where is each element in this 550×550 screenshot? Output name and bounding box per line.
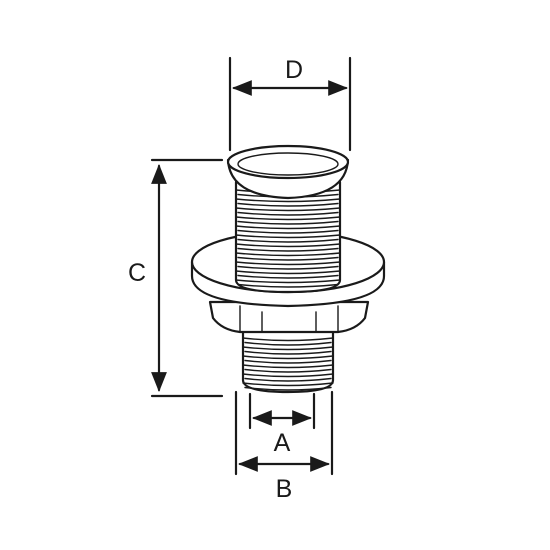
thread-line <box>237 220 339 225</box>
thread-line <box>242 364 334 369</box>
thread-line <box>237 283 339 288</box>
thread-line <box>235 261 341 266</box>
thread-line <box>235 252 341 257</box>
thread-line <box>242 346 334 351</box>
thread-line <box>237 202 339 207</box>
thread-line <box>242 382 334 387</box>
label-b: B <box>276 475 293 503</box>
upper-thread-body <box>234 180 342 294</box>
lower-thread-lines <box>242 337 334 391</box>
thread-line <box>235 270 341 275</box>
thread-line <box>244 368 332 373</box>
thread-line <box>237 256 339 261</box>
top-lip <box>226 144 350 200</box>
thread-line <box>237 265 339 270</box>
thread-line <box>235 225 341 230</box>
thread-line <box>244 350 332 355</box>
hex-nut <box>208 300 370 334</box>
thread-line <box>244 359 332 364</box>
label-a: A <box>274 429 291 457</box>
dimension-d: D <box>228 56 352 152</box>
thread-line <box>244 386 332 391</box>
thread-line <box>244 341 332 346</box>
thread-line <box>235 234 341 239</box>
dimension-b: B <box>234 390 334 503</box>
lower-thread-body <box>241 316 335 394</box>
thread-line <box>235 279 341 284</box>
thread-line <box>244 377 332 382</box>
thread-line <box>237 238 339 243</box>
thread-line <box>242 355 334 360</box>
dimension-a: A <box>248 392 316 457</box>
thread-line <box>237 229 339 234</box>
thread-line <box>235 198 341 203</box>
dimension-c: C <box>128 158 224 398</box>
thread-line <box>235 243 341 248</box>
thread-line <box>237 211 339 216</box>
thread-line <box>235 207 341 212</box>
thread-line <box>242 337 334 342</box>
label-c: C <box>128 259 146 287</box>
thread-line <box>242 373 334 378</box>
label-d: D <box>285 56 303 84</box>
thread-line <box>235 216 341 221</box>
thread-line <box>237 274 339 279</box>
thread-line <box>237 247 339 252</box>
